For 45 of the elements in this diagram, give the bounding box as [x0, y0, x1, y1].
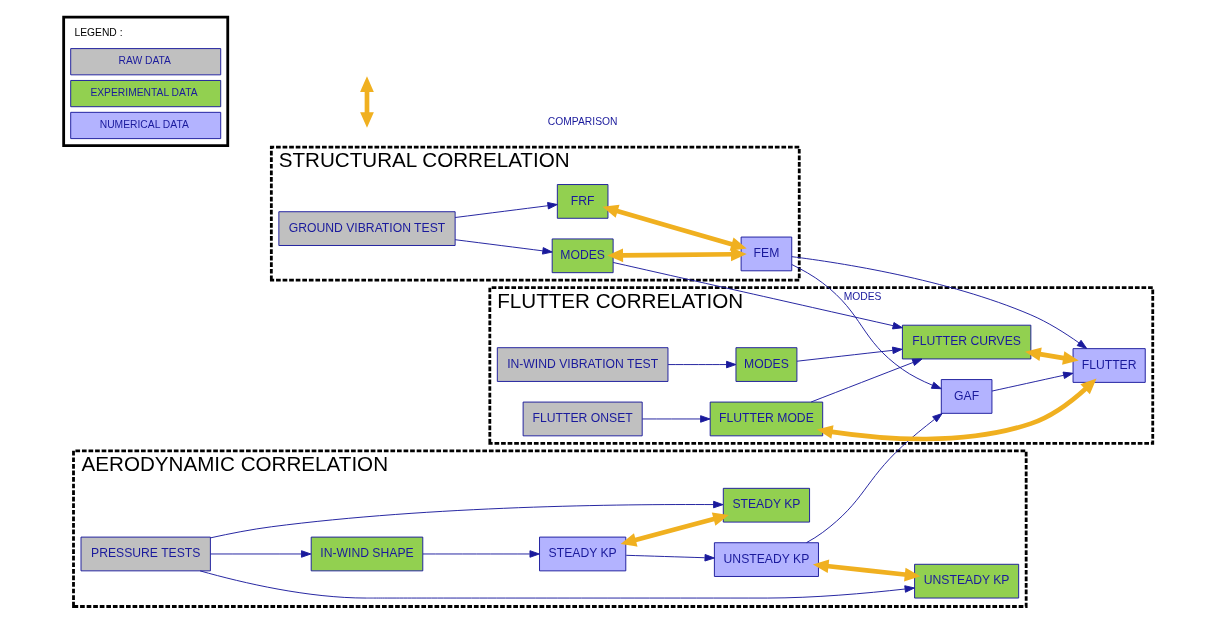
- node-box: UNSTEADY KP: [713, 542, 819, 577]
- legend-label: RAW DATA: [118, 55, 171, 67]
- node-box: IN-WIND VIBRATION TEST: [496, 347, 669, 382]
- node-box: FEM: [740, 236, 793, 272]
- arrow: [625, 554, 715, 562]
- legend-label: EXPERIMENTAL DATA: [90, 87, 198, 99]
- node-box: FLUTTER MODE: [709, 401, 824, 437]
- arrow: [641, 415, 711, 423]
- arrow: [210, 500, 724, 539]
- node-box: FLUTTER CURVES: [901, 324, 1032, 360]
- node-box: STEADY KP: [539, 536, 627, 572]
- legend-label: NUMERICAL DATA: [99, 119, 189, 131]
- arrow: [791, 264, 942, 390]
- arrow: [602, 204, 747, 251]
- arrow: [791, 256, 1088, 349]
- node-box: MODES: [551, 238, 614, 274]
- arrow: [612, 262, 903, 330]
- arrow: [812, 559, 921, 582]
- arrow: [796, 346, 903, 362]
- arrow: [806, 413, 943, 544]
- node-box: IN-WIND SHAPE: [310, 536, 424, 572]
- node-box: GROUND VIBRATION TEST: [278, 211, 456, 246]
- node-box: FRF: [556, 184, 609, 219]
- legend-label: COMPARISON: [547, 116, 618, 128]
- arrow: [1025, 347, 1079, 365]
- arrow: [422, 550, 540, 558]
- node-box: UNSTEADY KP: [914, 563, 1020, 599]
- arrow: [454, 239, 553, 255]
- node-box: FLUTTER: [1072, 348, 1146, 383]
- arrow: [816, 378, 1097, 442]
- arrow: [620, 512, 729, 547]
- node-box: STEADY KP: [722, 487, 811, 523]
- node-box: PRESSURE TESTS: [80, 536, 211, 572]
- node-box: MODES: [735, 347, 798, 382]
- arrow: [199, 570, 915, 599]
- label: LEGEND :: [74, 27, 123, 39]
- arrow: [454, 202, 558, 218]
- node-box: GAF: [940, 379, 993, 414]
- node-box: FLUTTER ONSET: [522, 401, 643, 437]
- arrow: [667, 360, 737, 369]
- arrow: [607, 247, 747, 263]
- arrow: [810, 358, 923, 403]
- edge-label: MODES: [843, 290, 882, 302]
- arrow: [991, 371, 1074, 392]
- arrow: [210, 550, 312, 558]
